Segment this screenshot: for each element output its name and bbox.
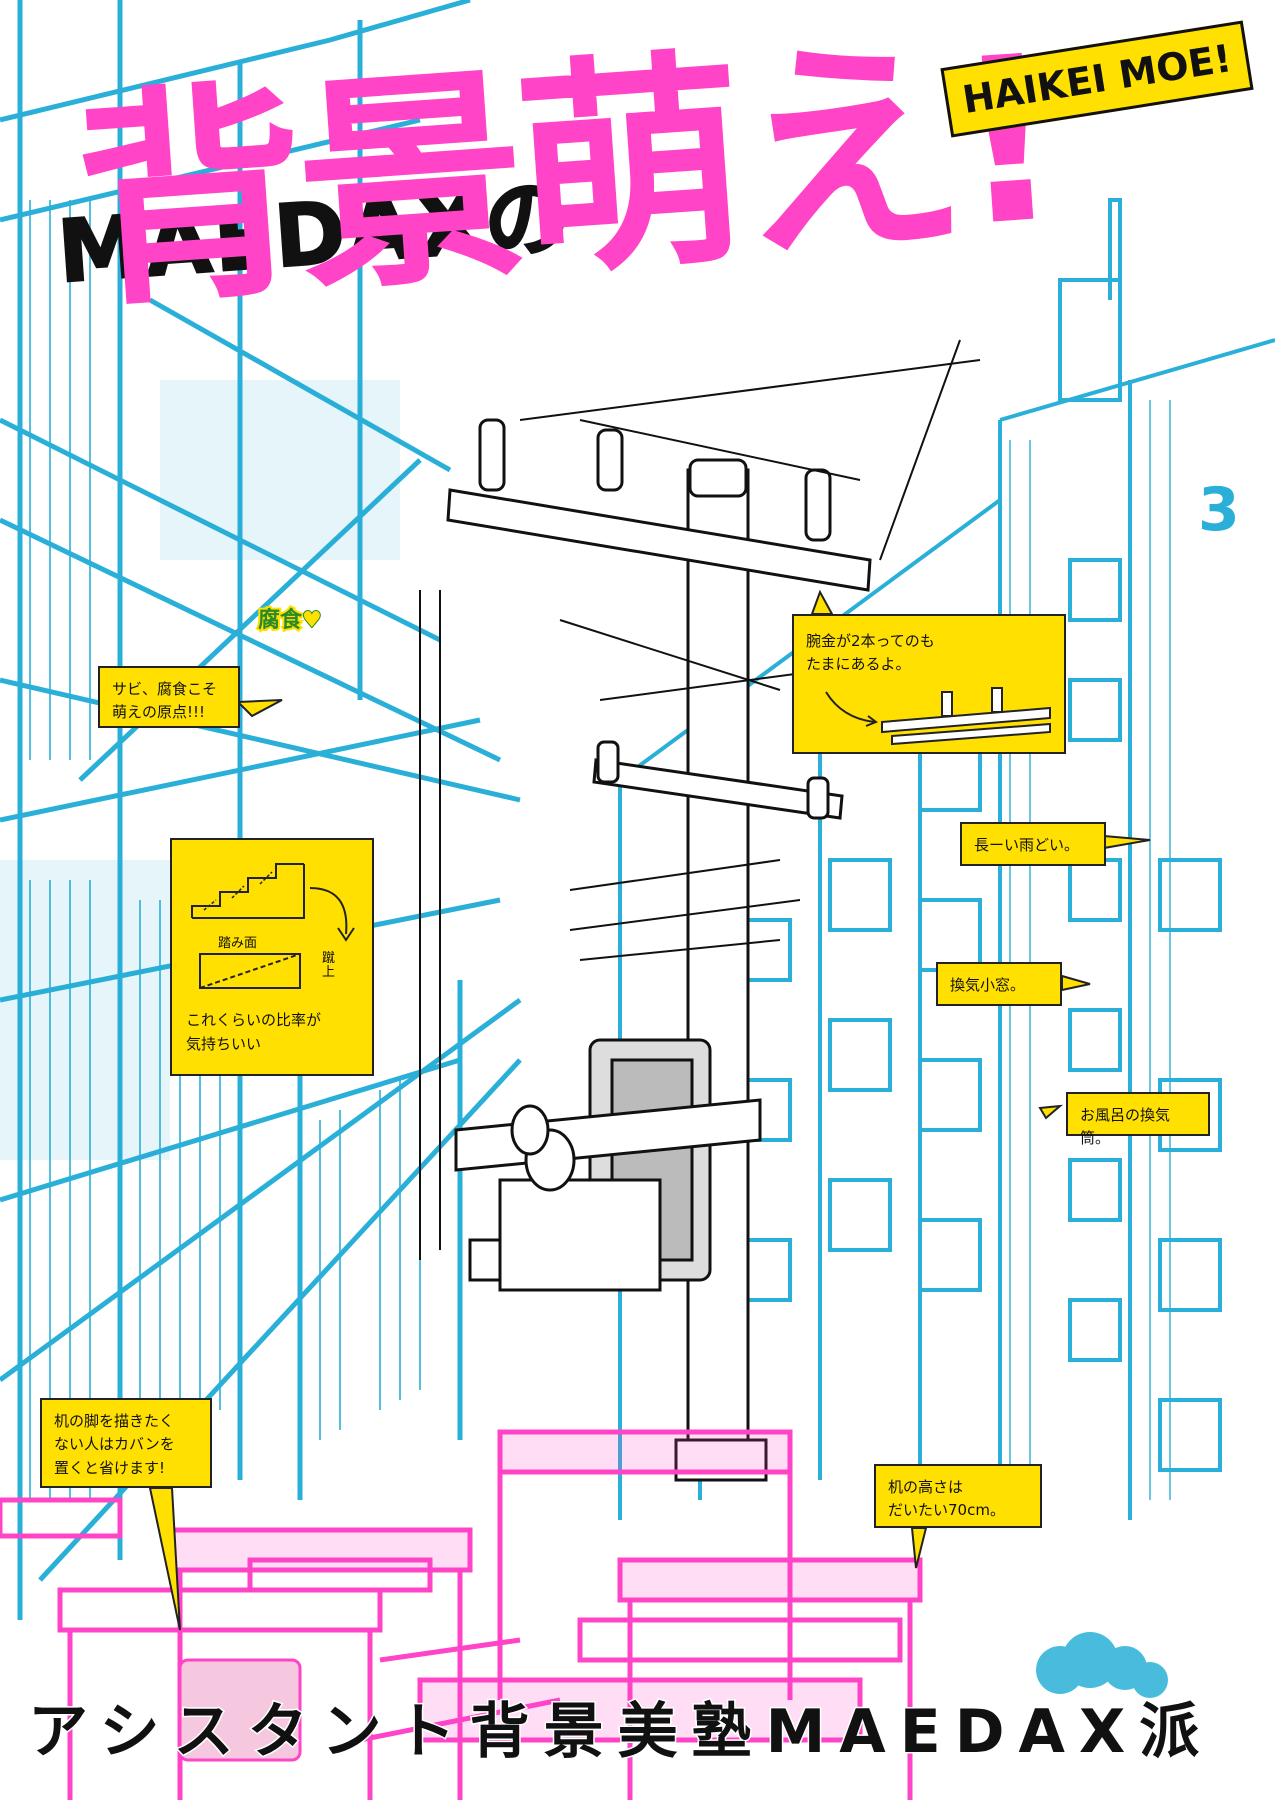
riser-label: 蹴上	[322, 951, 336, 981]
heart-icon: ♥	[301, 607, 323, 634]
bath-vent-note: お風呂の換気筒。	[1066, 1092, 1210, 1147]
desks-illustration	[0, 1429, 923, 1800]
desk-legs-note: 机の脚を描きたく ない人はカバンを 置くと省けます!	[40, 1398, 212, 1488]
crossarm-note: 腕金が2本ってのも たまにあるよ。	[792, 614, 1066, 754]
stairs-caption-line: これくらいの比率が	[186, 1011, 322, 1029]
stairs-ratio-note: 踏み面 蹴上 これくらいの比率が 気持ちいい	[170, 838, 374, 1076]
series-title: アシスタント背景美塾MAEDAX派	[27, 1697, 1214, 1767]
rust-note-line: 萌えの原点!!!	[112, 703, 206, 722]
crossarm-note-line: たまにあるよ。	[806, 655, 911, 674]
desk-legs-note-line: 置くと省けます!	[54, 1458, 166, 1477]
desk-height-note-line: だいたい70cm。	[888, 1501, 1005, 1520]
utility-pole-illustration	[446, 418, 872, 1482]
desk-legs-note-line: ない人はカバンを	[54, 1435, 175, 1454]
rain-gutter-note: 長ーい雨どい。	[960, 822, 1106, 866]
main-title: 背景萌え!	[68, 5, 1061, 339]
stairs-caption-line: 気持ちいい	[186, 1035, 262, 1053]
desk-legs-note-line: 机の脚を描きたく	[54, 1412, 175, 1430]
corrosion-tag-label: 腐食	[256, 606, 304, 635]
crossarm-diagram-icon	[825, 687, 1051, 746]
crossarm-note-line: 腕金が2本ってのも	[806, 632, 935, 650]
vent-window-note: 換気小窓。	[936, 962, 1062, 1006]
tread-label: 踏み面	[218, 936, 258, 951]
desk-height-note: 机の高さは だいたい70cm。	[874, 1464, 1042, 1528]
rust-note-line: サビ、腐食こそ	[112, 680, 218, 698]
stairs-diagram-icon	[191, 863, 355, 989]
corrosion-tag: 腐食♥	[256, 602, 323, 635]
rust-note: サビ、腐食こそ 萌えの原点!!!	[98, 666, 240, 728]
staircase-illustration	[0, 0, 522, 1620]
volume-number: 3	[1198, 475, 1240, 545]
desk-height-note-line: 机の高さは	[888, 1478, 964, 1496]
